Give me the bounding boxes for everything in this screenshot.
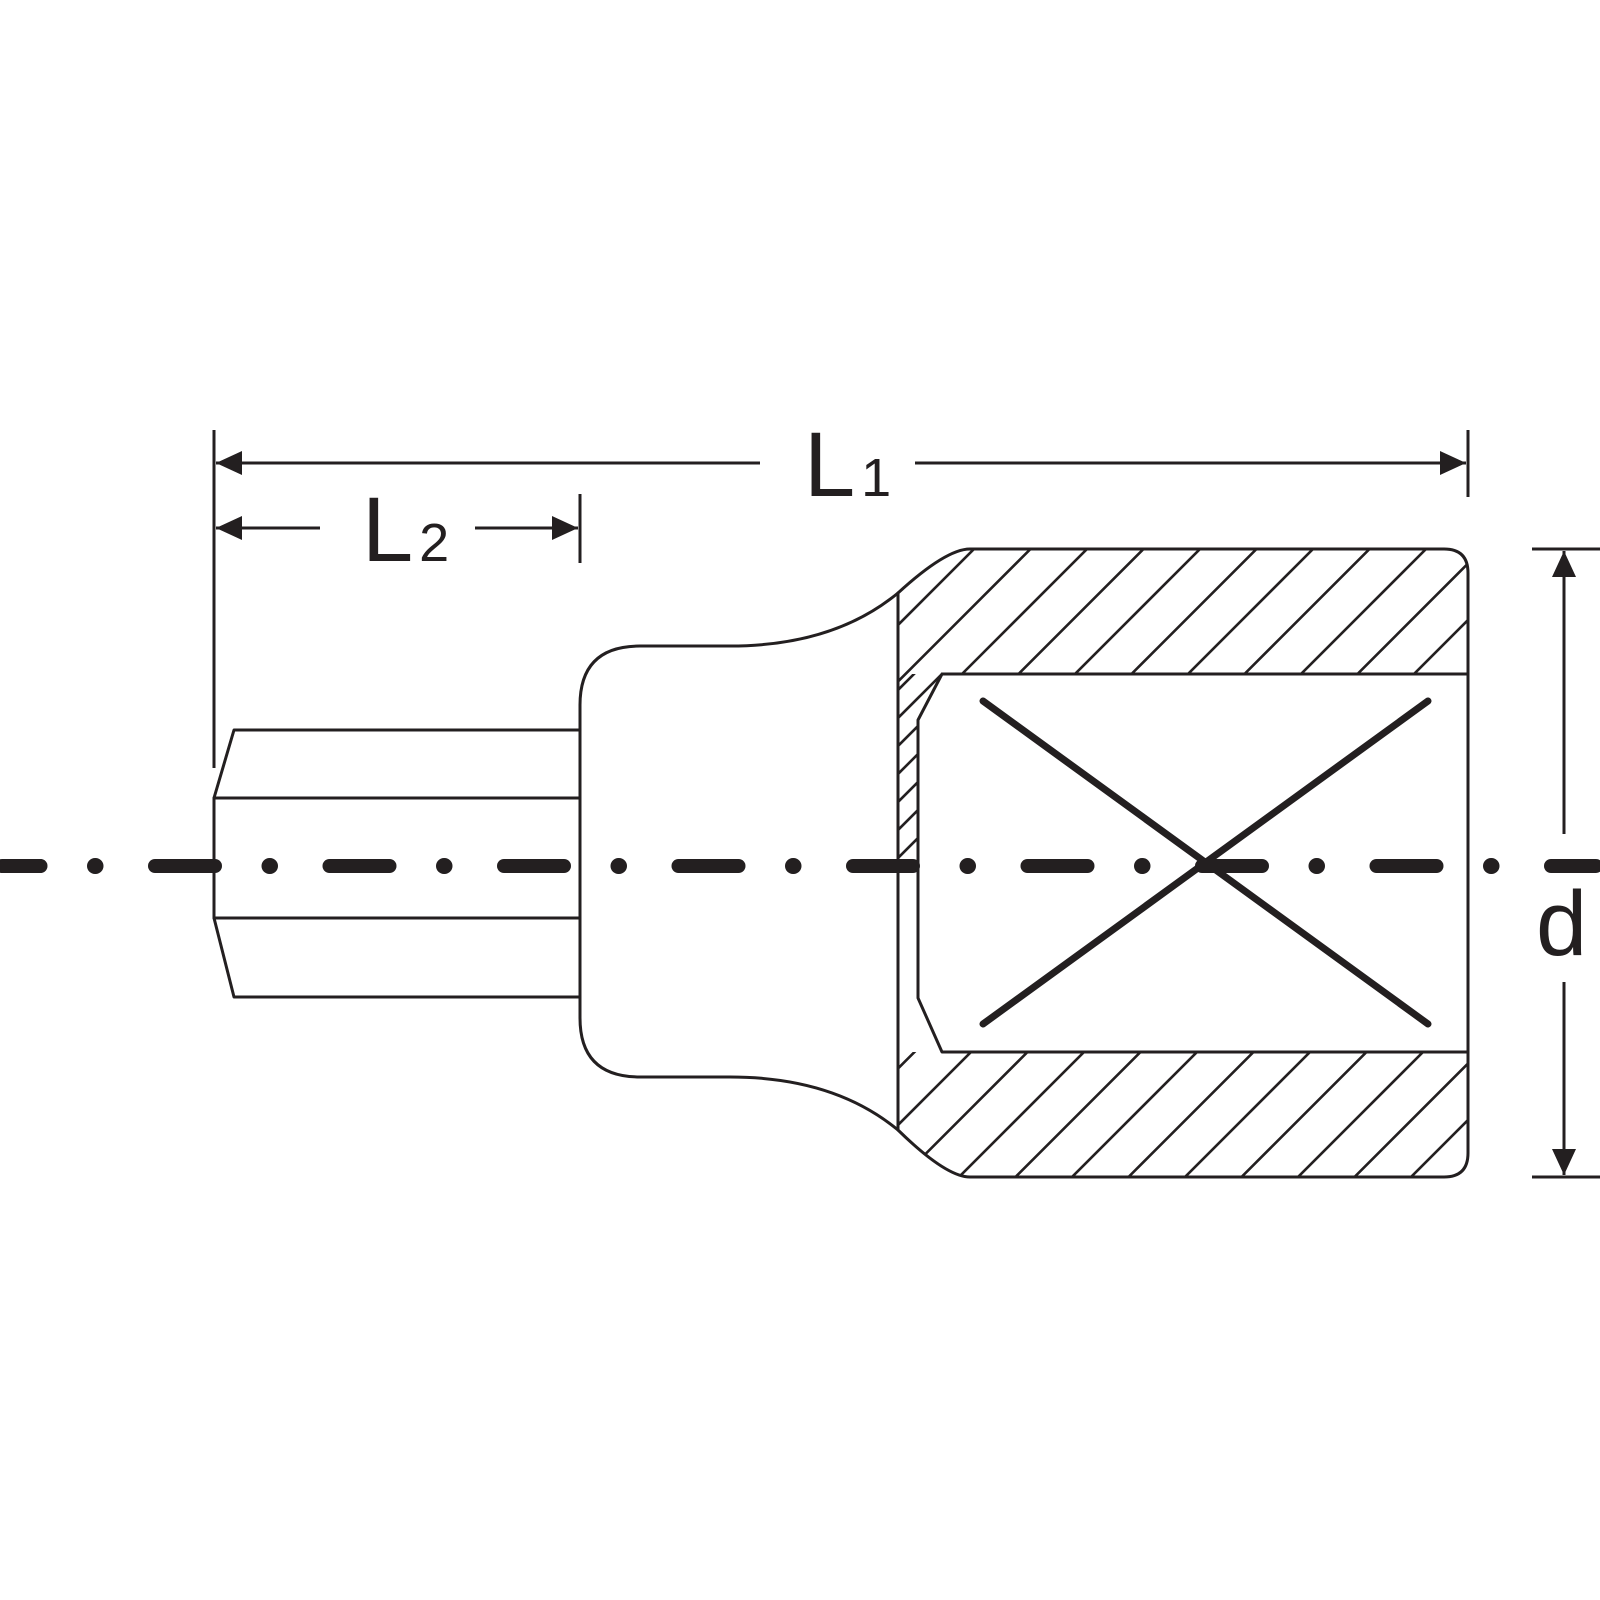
d-arrow-top xyxy=(1552,551,1576,577)
hatch-line xyxy=(1114,1052,1267,1177)
hatch-line xyxy=(898,549,928,691)
hatch-line xyxy=(898,1052,1041,1177)
l2-arrow-right xyxy=(552,516,578,540)
hatch-line xyxy=(1284,1052,1436,1177)
l1-arrow-left xyxy=(216,451,242,475)
bottom-wall-hatching xyxy=(720,1040,1468,1190)
hatch-line xyxy=(945,549,1097,691)
hatch-line xyxy=(720,1040,870,1190)
square-drive-recess xyxy=(916,672,1470,1054)
dimension-d: d xyxy=(1532,547,1600,1179)
hatch-line xyxy=(720,540,870,690)
hatch-line xyxy=(1171,549,1323,691)
hatch-line xyxy=(1114,549,1267,691)
left-wall-hatching xyxy=(898,674,942,1052)
hatch-line xyxy=(898,674,942,1052)
hatch-line xyxy=(1453,1052,1468,1177)
d-label: d xyxy=(1536,873,1587,975)
l2-arrow-left xyxy=(216,516,242,540)
hatch-line xyxy=(898,549,984,691)
hatch-line xyxy=(1058,1052,1210,1177)
top-wall-hatching xyxy=(720,540,1468,691)
hatch-line xyxy=(1227,549,1380,691)
hatch-line xyxy=(1284,549,1436,691)
hatch-line xyxy=(1171,1052,1323,1177)
hex-bit-outline xyxy=(212,728,582,999)
section-hatching xyxy=(720,540,1468,1190)
hex-bit xyxy=(212,728,582,999)
hatch-line xyxy=(1001,549,1154,691)
hatch-line xyxy=(1058,549,1210,691)
hatch-line xyxy=(1397,549,1468,691)
d-arrow-bottom xyxy=(1552,1149,1576,1175)
hatch-line xyxy=(898,674,942,1052)
hatch-line xyxy=(1397,1052,1468,1177)
socket-outer-outline xyxy=(578,547,1470,1179)
hatch-line xyxy=(1227,1052,1380,1177)
l1-arrow-right xyxy=(1440,451,1466,475)
socket-body xyxy=(578,547,1470,1179)
hatch-line xyxy=(945,1052,1097,1177)
hatch-line xyxy=(1001,1052,1154,1177)
hatch-line xyxy=(898,549,1041,691)
hatch-line xyxy=(898,1052,984,1177)
hatch-line xyxy=(898,1052,928,1177)
hatch-line xyxy=(1453,549,1468,691)
